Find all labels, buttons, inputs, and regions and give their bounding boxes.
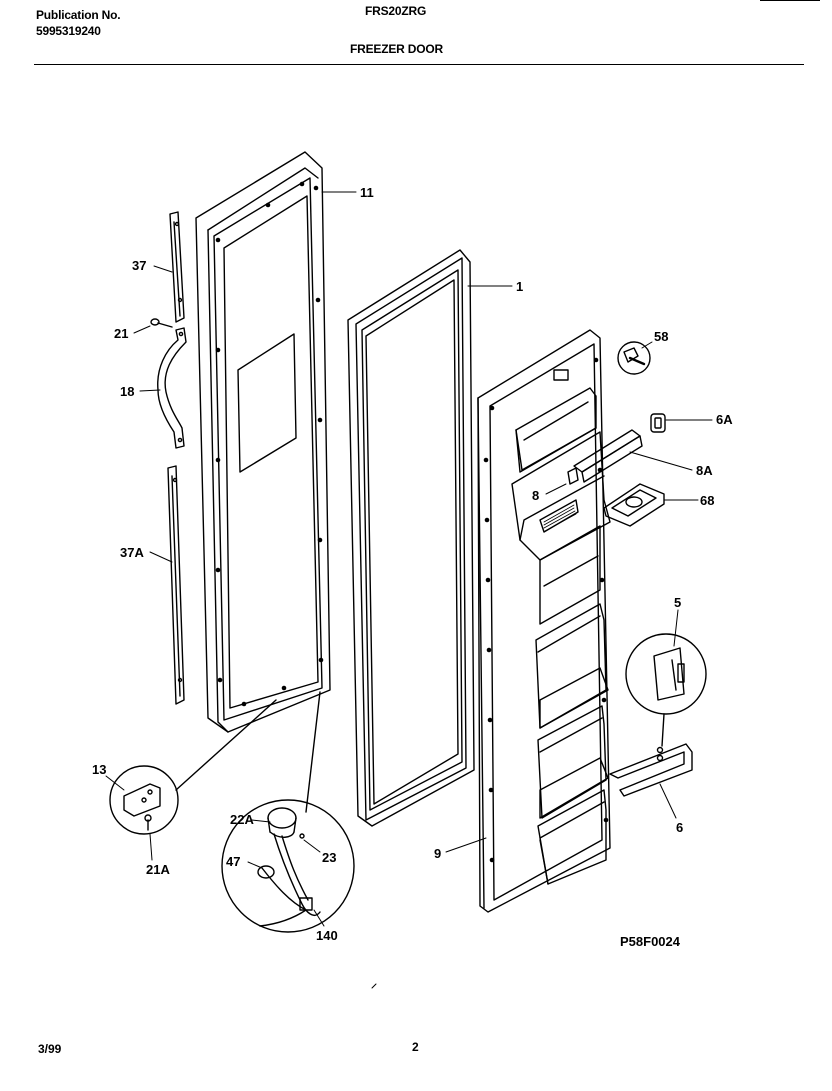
- callout-23: 23: [322, 850, 336, 865]
- publication-label: Publication No.: [36, 8, 121, 22]
- handle-screw: [150, 318, 173, 328]
- callout-37A: 37A: [120, 545, 144, 560]
- page-number: 2: [412, 1040, 419, 1054]
- dispenser-paddle: [603, 483, 665, 527]
- callout-37: 37: [132, 258, 146, 273]
- door-gasket: [347, 249, 475, 827]
- outer-door-panel: [195, 151, 331, 733]
- part-detail-circle: [625, 633, 707, 747]
- door-handle: [157, 327, 187, 449]
- section-title: FREEZER DOOR: [350, 42, 443, 56]
- corner-mark: [760, 0, 820, 1]
- callout-13: 13: [92, 762, 106, 777]
- callout-1: 1: [516, 279, 523, 294]
- footer-date: 3/99: [38, 1042, 62, 1056]
- inner-door-liner: [477, 329, 611, 913]
- wiring-detail: [221, 691, 355, 933]
- callout-21: 21: [114, 326, 128, 341]
- dispenser-bar: [567, 429, 643, 485]
- callout-47: 47: [226, 854, 240, 869]
- callout-58: 58: [654, 329, 668, 344]
- model-number: FRS20ZRG: [365, 4, 427, 18]
- callout-6A: 6A: [716, 412, 733, 427]
- callout-9: 9: [434, 846, 441, 861]
- callout-11: 11: [360, 185, 374, 200]
- hinge-detail: [109, 699, 277, 835]
- callout-8: 8: [532, 488, 539, 503]
- clip-part: [650, 413, 666, 433]
- callout-8A: 8A: [696, 463, 713, 478]
- callout-5: 5: [674, 595, 681, 610]
- publication-number: 5995319240: [36, 24, 101, 38]
- callout-21A: 21A: [146, 862, 170, 877]
- lower-trim-strip: [167, 465, 185, 705]
- callout-68: 68: [700, 493, 714, 508]
- header-rule: [34, 64, 804, 65]
- figure-code: P58F0024: [620, 934, 681, 949]
- screw-detail: [617, 341, 651, 375]
- callout-6: 6: [676, 820, 683, 835]
- upper-trim-strip: [169, 211, 185, 323]
- callout-18: 18: [120, 384, 134, 399]
- callout-22A: 22A: [230, 812, 254, 827]
- callout-140: 140: [316, 928, 338, 943]
- leader-lines: [105, 191, 713, 927]
- lower-bracket: [609, 743, 693, 797]
